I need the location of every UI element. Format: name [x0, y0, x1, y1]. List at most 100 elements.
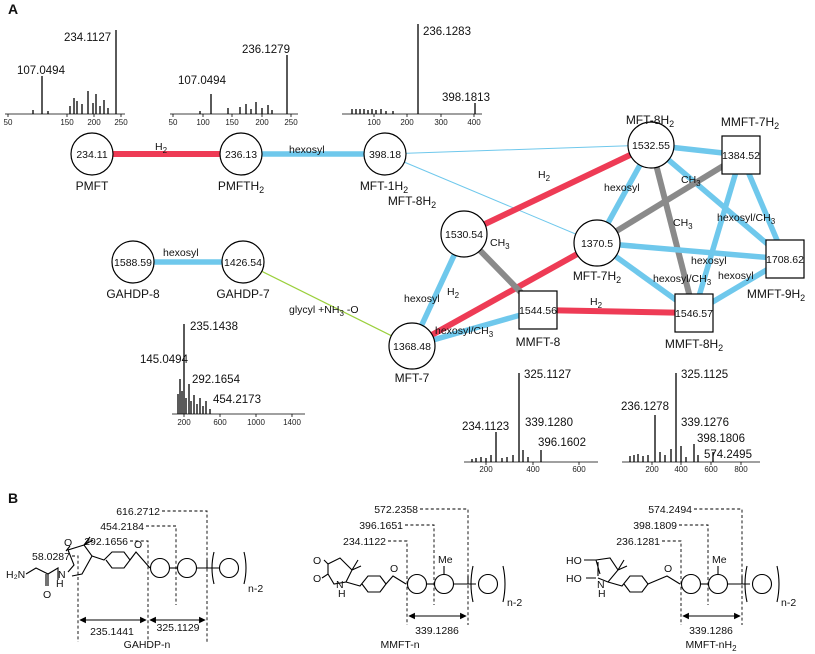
node-mft8h2b	[440, 210, 488, 258]
atom-label: N	[597, 579, 605, 591]
edge-label-hexosyl-ch3: hexosyl/CH3	[435, 325, 494, 339]
structure-mmfth2: 236.1281 398.1809 574.2494 HO HO H N O M…	[566, 504, 796, 653]
edge-mft1h2-mft8h2a	[384, 144, 652, 155]
repeat-label: n-2	[248, 583, 263, 595]
spectrum-mft7: 200 600 1000 1400 235.1438 145.0494 292.…	[140, 321, 305, 427]
atom-label: HO	[566, 573, 582, 585]
tick: 600	[572, 465, 586, 474]
atom-label: H	[56, 578, 64, 590]
peak-label: 107.0494	[178, 75, 227, 87]
node-value: 1532.55	[632, 140, 670, 152]
node-value: 1384.52	[722, 150, 760, 162]
edge-mft7h2-mmft9h2	[596, 240, 786, 262]
edge-mft8h2b-mft8h2a	[462, 142, 653, 237]
fragment-mass: 616.2712	[116, 506, 160, 518]
peak-label: 325.1125	[681, 369, 728, 381]
edge-mmft8-mmft8h2	[537, 307, 695, 316]
peak-label: 339.1276	[681, 417, 729, 429]
node-value: 236.13	[225, 149, 257, 161]
tick: 250	[284, 118, 298, 127]
node-value: 234.11	[76, 149, 107, 161]
atom-label: H	[338, 588, 346, 600]
edge-label-hexosyl: hexosyl	[404, 293, 440, 305]
fragment-mass: 292.1656	[84, 536, 128, 548]
tick: 50	[169, 118, 178, 127]
peak-label: 235.1438	[190, 321, 238, 333]
spectrum-pmfth2: 50 100 150 200 250 236.1279 107.0494	[169, 44, 299, 127]
node-mmft9h2	[765, 239, 805, 279]
edge-mft8h2a-mmft9h2	[649, 142, 787, 262]
fragment-mass: 58.0287	[32, 551, 70, 563]
node-pmft	[70, 132, 114, 176]
node-name: MFT-8H2	[626, 113, 674, 129]
structure-mmft: 234.1122 396.1651 572.2358 O O H N O Me …	[313, 504, 522, 651]
peak-label: 292.1654	[192, 374, 241, 386]
atom-label: Me	[438, 554, 453, 566]
node-values: 234.11 236.13 398.18 1532.55 1384.52 153…	[76, 140, 804, 353]
edge-label-glycyl: glycyl +NH3 -O	[289, 304, 359, 318]
node-names: PMFT PMFTH2 MFT-1H2 MFT-8H2 MMFT-7H2 MFT…	[76, 113, 806, 385]
atom-label: O	[390, 563, 398, 575]
repeat-label: n-2	[507, 597, 522, 609]
node-mft1h2	[363, 132, 407, 176]
node-name: GAHDP-7	[216, 287, 270, 301]
node-name: MFT-8H2	[388, 194, 436, 210]
fragment-mass: 572.2358	[374, 504, 418, 516]
node-name: MFT-7H2	[573, 269, 621, 285]
node-value: 1530.54	[445, 229, 483, 241]
peak-label: 234.1127	[64, 32, 111, 44]
edge-label-hexosyl: hexosyl	[163, 247, 199, 259]
node-gahdp8	[111, 240, 155, 284]
tick: 600	[213, 418, 227, 427]
span-mass: 339.1286	[415, 625, 459, 637]
repeat-label: n-2	[781, 597, 796, 609]
node-name: GAHDP-8	[106, 287, 160, 301]
tick: 200	[479, 465, 493, 474]
structure-name: MMFT-nH2	[685, 639, 737, 653]
edge-label-hexosyl: hexosyl	[691, 255, 727, 267]
node-pmfth2	[219, 132, 263, 176]
node-name: MMFT-8H2	[665, 337, 723, 353]
peak-label: 236.1278	[621, 401, 669, 413]
fragment-mass: 398.1809	[633, 520, 677, 532]
node-mmft7h2	[721, 135, 761, 175]
peak-label: 339.1280	[525, 417, 573, 429]
node-gahdp7	[221, 240, 265, 284]
tick: 1000	[247, 418, 265, 427]
spectrum-mmft8h2: 200 400 600 800 325.1125 236.1278 339.12…	[621, 369, 760, 474]
edge-label-ch3: CH3	[681, 174, 701, 188]
node-value: 1546.57	[675, 308, 713, 320]
tick: 250	[114, 118, 128, 127]
network-nodes	[70, 121, 805, 370]
node-value: 398.18	[369, 149, 401, 161]
atom-label: O	[64, 537, 72, 549]
node-mft8h2a	[627, 121, 675, 169]
node-name: MMFT-8	[516, 335, 561, 349]
node-mmft8	[518, 290, 558, 330]
peak-label: 234.1123	[462, 421, 509, 433]
atom-label: N	[336, 579, 344, 591]
atom-label: H₂N	[6, 569, 25, 581]
node-name: PMFT	[76, 179, 109, 193]
tick: 150	[60, 118, 74, 127]
atom-label: H	[598, 588, 606, 600]
tick: 400	[467, 118, 481, 127]
edge-mft8h2a-mmft8h2	[648, 144, 697, 314]
node-mft7	[388, 322, 436, 370]
tick: 200	[645, 465, 659, 474]
tick: 50	[4, 118, 13, 127]
panel-b-label: B	[8, 490, 18, 506]
tick: 600	[704, 465, 718, 474]
tick: 200	[87, 118, 101, 127]
node-value: 1370.5	[581, 238, 613, 250]
tick: 400	[526, 465, 540, 474]
node-name: MMFT-7H2	[721, 115, 779, 131]
edge-label-hexosyl: hexosyl	[604, 182, 640, 194]
edge-label-ch3: CH3	[673, 217, 693, 231]
edge-label-h2: H2	[538, 169, 551, 183]
tick: 800	[734, 465, 748, 474]
edge-label-h2: H2	[447, 286, 460, 300]
tick: 100	[367, 118, 381, 127]
spectrum-mft1h2: 100 200 300 400 236.1283 398.1813	[342, 24, 490, 127]
